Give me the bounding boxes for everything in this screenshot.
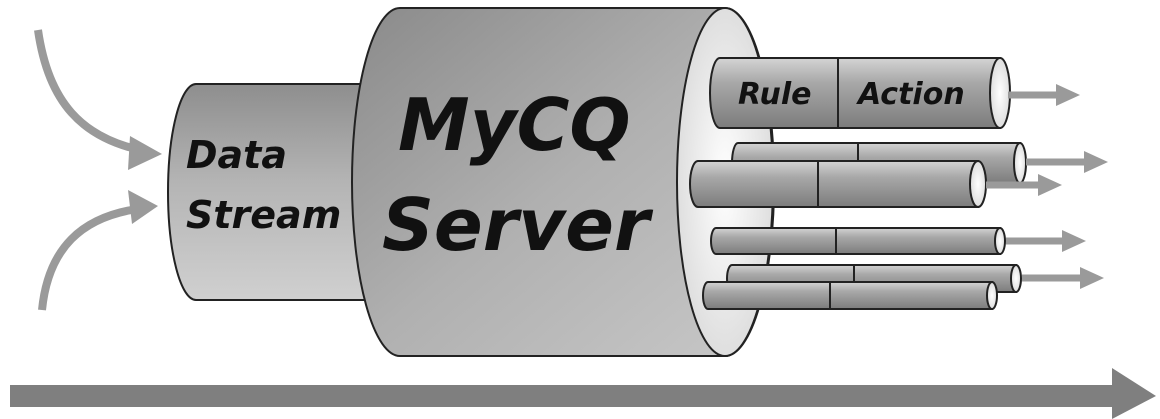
input-arrow-bottom bbox=[38, 204, 146, 311]
output-arrows bbox=[986, 84, 1108, 289]
server-label-line1: MyCQ bbox=[398, 83, 631, 167]
output-arrow-5 bbox=[1022, 267, 1104, 289]
flow-direction-arrow bbox=[10, 368, 1156, 419]
data-stream-cylinder: Data Stream bbox=[167, 83, 401, 301]
output-arrow-1 bbox=[1008, 84, 1080, 106]
pipe-rule-action: Rule Action bbox=[709, 57, 1011, 129]
input-arrow-top bbox=[34, 29, 151, 156]
output-arrow-2 bbox=[1026, 151, 1108, 173]
pipe-3 bbox=[689, 160, 987, 208]
output-arrow-3 bbox=[986, 174, 1062, 196]
server-label-line2: Server bbox=[382, 183, 654, 267]
input-arrow-top-head bbox=[128, 136, 162, 170]
data-stream-label-line2: Stream bbox=[186, 193, 341, 237]
pipe-set: Rule Action bbox=[689, 57, 1027, 310]
input-arrows bbox=[34, 29, 162, 311]
pipe-4 bbox=[710, 227, 1006, 255]
input-arrow-bottom-head bbox=[128, 190, 158, 224]
output-arrow-4 bbox=[1006, 230, 1086, 252]
data-stream-label-line1: Data bbox=[186, 133, 287, 177]
action-label: Action bbox=[856, 77, 965, 112]
pipe-6 bbox=[702, 281, 998, 310]
rule-label: Rule bbox=[738, 77, 811, 112]
